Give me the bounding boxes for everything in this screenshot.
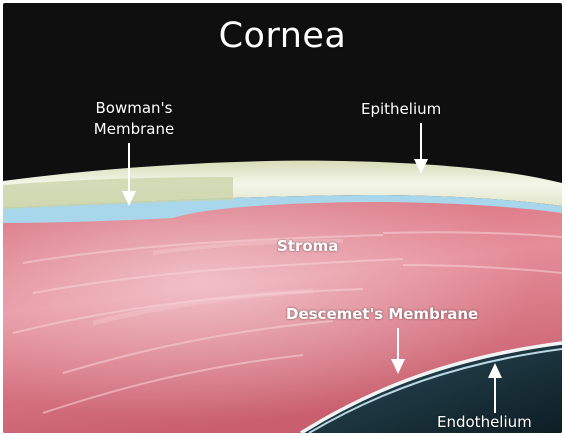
diagram-title: Cornea [3,16,562,56]
endothelium-label: Endothelium [437,413,532,431]
descemet-membrane-label: Descemet's Membrane [286,305,478,323]
cornea-diagram: Cornea Bowman's Membrane Epithelium Stro… [3,3,562,433]
bowman-membrane-label: Bowman's Membrane [59,98,209,140]
epithelium-label: Epithelium [361,100,441,118]
stroma-label: Stroma [277,237,338,255]
bowman-label-line-2: Membrane [59,119,209,140]
cornea-illustration [3,3,562,433]
bowman-label-line-1: Bowman's [59,98,209,119]
